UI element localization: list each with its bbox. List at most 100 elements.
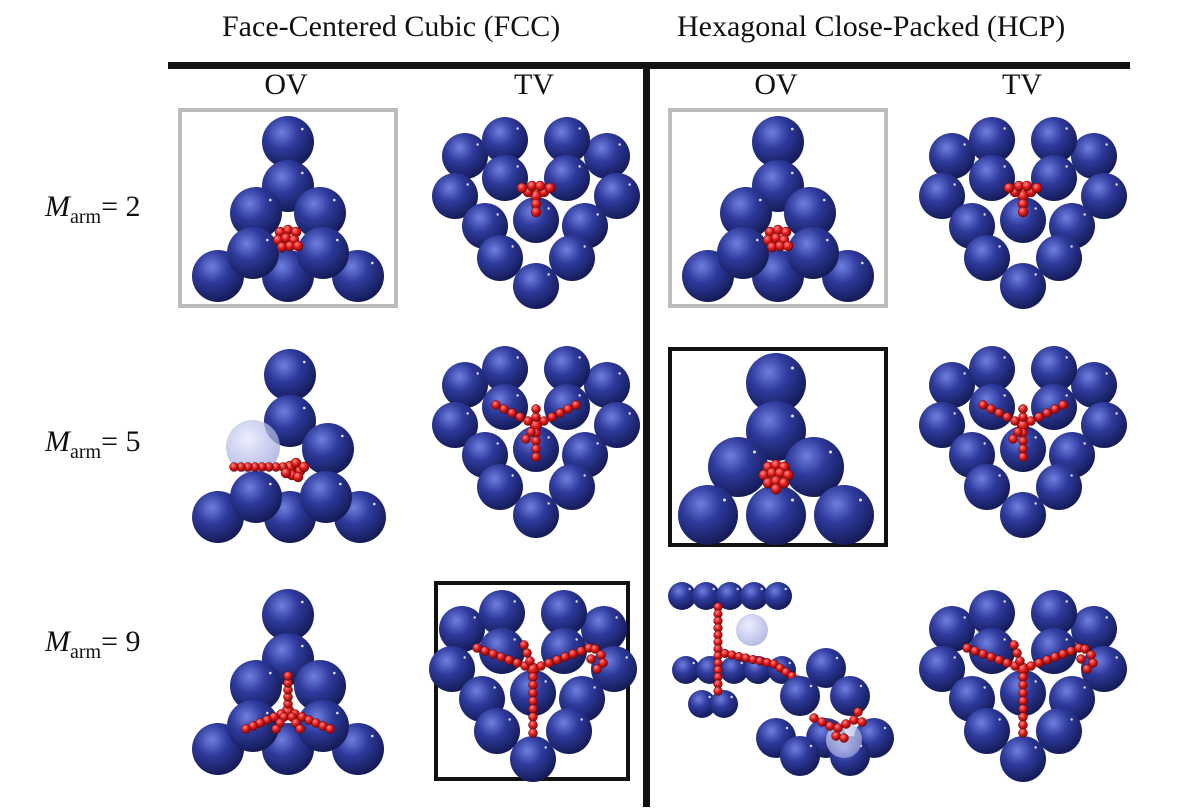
polymer-bead: [713, 686, 723, 696]
sphere-highlight: [269, 482, 272, 486]
polymer-bead: [547, 412, 557, 422]
polymer-bead: [298, 461, 310, 473]
sphere-highlight: [496, 442, 499, 445]
polymer-bead: [1015, 656, 1025, 666]
panel-fcc-ov-marm-9: [178, 581, 398, 781]
host-sphere: [264, 349, 316, 401]
sphere-highlight: [740, 661, 743, 665]
host-sphere: [1000, 263, 1046, 309]
sphere-highlight: [1065, 165, 1068, 168]
sphere-highlight: [544, 746, 547, 749]
polymer-bead: [1017, 206, 1029, 218]
sphere-highlight: [883, 726, 887, 730]
row-value: = 9: [101, 625, 141, 658]
sphere-highlight: [339, 482, 342, 486]
sphere-highlight: [791, 366, 794, 370]
sphere-highlight: [583, 245, 586, 248]
sphere-highlight: [269, 198, 272, 202]
sphere-highlight: [266, 711, 269, 715]
sphere-highlight: [953, 183, 956, 186]
sphere-highlight: [547, 436, 550, 439]
host-sphere: [787, 227, 839, 279]
sphere-highlight: [998, 245, 1001, 248]
polymer-bead: [1018, 712, 1028, 722]
polymer-bead: [825, 721, 835, 731]
sphere-highlight: [1003, 638, 1006, 641]
host-sphere: [513, 263, 559, 309]
sphere-highlight: [1034, 746, 1037, 749]
host-sphere: [1000, 492, 1046, 538]
host-sphere: [964, 235, 1010, 281]
host-sphere: [964, 464, 1010, 510]
sphere-highlight: [593, 686, 596, 689]
sphere-highlight: [371, 734, 374, 738]
sphere-highlight: [511, 474, 514, 477]
polymer-bead: [528, 704, 538, 714]
polymer-bead: [526, 427, 536, 437]
polymer-bead: [841, 719, 851, 729]
polymer-bead: [857, 717, 867, 727]
polymer-bead: [1026, 416, 1036, 426]
sphere-highlight: [791, 127, 794, 131]
sphere-highlight: [1083, 686, 1086, 689]
sphere-highlight: [513, 600, 516, 603]
sphere-highlight: [1105, 372, 1108, 375]
transparent-sphere: [736, 614, 768, 646]
polymer-bead: [1082, 664, 1092, 674]
sphere-highlight: [1105, 616, 1108, 619]
polymer-bead: [809, 713, 819, 723]
sphere-highlight: [1034, 436, 1037, 439]
host-sphere: [668, 582, 696, 610]
sphere-highlight: [791, 498, 794, 502]
polymer-bead: [817, 717, 827, 727]
sphere-highlight: [1083, 442, 1086, 445]
sphere-highlight: [473, 616, 476, 619]
panel-fcc-tv-marm-5: [425, 337, 645, 538]
polymer-bead: [292, 471, 304, 483]
sphere-highlight: [753, 450, 756, 454]
polymer-bead: [519, 640, 529, 650]
host-sphere: [784, 187, 836, 239]
host-sphere: [584, 362, 630, 408]
row-label-marm-2: Marm= 2: [45, 190, 141, 228]
sphere-highlight: [476, 372, 479, 375]
octahedral-void-diagram: [678, 353, 874, 545]
row-subscript: arm: [70, 641, 102, 663]
host-sphere: [477, 235, 523, 281]
sphere-highlight: [303, 360, 306, 364]
sphere-highlight: [596, 213, 599, 216]
polymer-bead: [1042, 655, 1052, 665]
polymer-bead: [1018, 672, 1028, 682]
row-subscript: arm: [70, 441, 102, 463]
sphere-highlight: [785, 726, 789, 730]
polymer-bead: [1012, 648, 1022, 658]
polymer-bead: [499, 404, 509, 414]
polymer-bead: [523, 416, 533, 426]
fcc-tv-label: TV: [514, 68, 554, 101]
host-sphere: [227, 227, 279, 279]
polymer-bead: [531, 436, 541, 446]
polymer-bead: [1003, 182, 1015, 194]
host-sphere: [672, 656, 700, 684]
polymer-bead: [1009, 640, 1019, 650]
sphere-highlight: [861, 261, 864, 265]
polymer-bead: [325, 724, 335, 734]
host-sphere: [477, 464, 523, 510]
host-sphere: [1071, 362, 1117, 408]
polymer-bead: [1010, 416, 1020, 426]
polymer-bead: [528, 672, 538, 682]
sphere-highlight: [303, 406, 306, 410]
sphere-highlight: [998, 718, 1001, 721]
polymer-bead: [1026, 661, 1036, 671]
sphere-highlight: [476, 143, 479, 146]
host-sphere: [302, 423, 354, 475]
sphere-highlight: [791, 171, 794, 175]
panel-fcc-tv-marm-9: [422, 581, 642, 782]
sphere-highlight: [496, 213, 499, 216]
sphere-highlight: [301, 644, 304, 648]
octahedral-void-diagram: [682, 116, 874, 302]
polymer-bead: [560, 652, 570, 662]
sphere-highlight: [547, 502, 550, 505]
polymer-bead: [568, 649, 578, 659]
sphere-highlight: [516, 394, 519, 397]
